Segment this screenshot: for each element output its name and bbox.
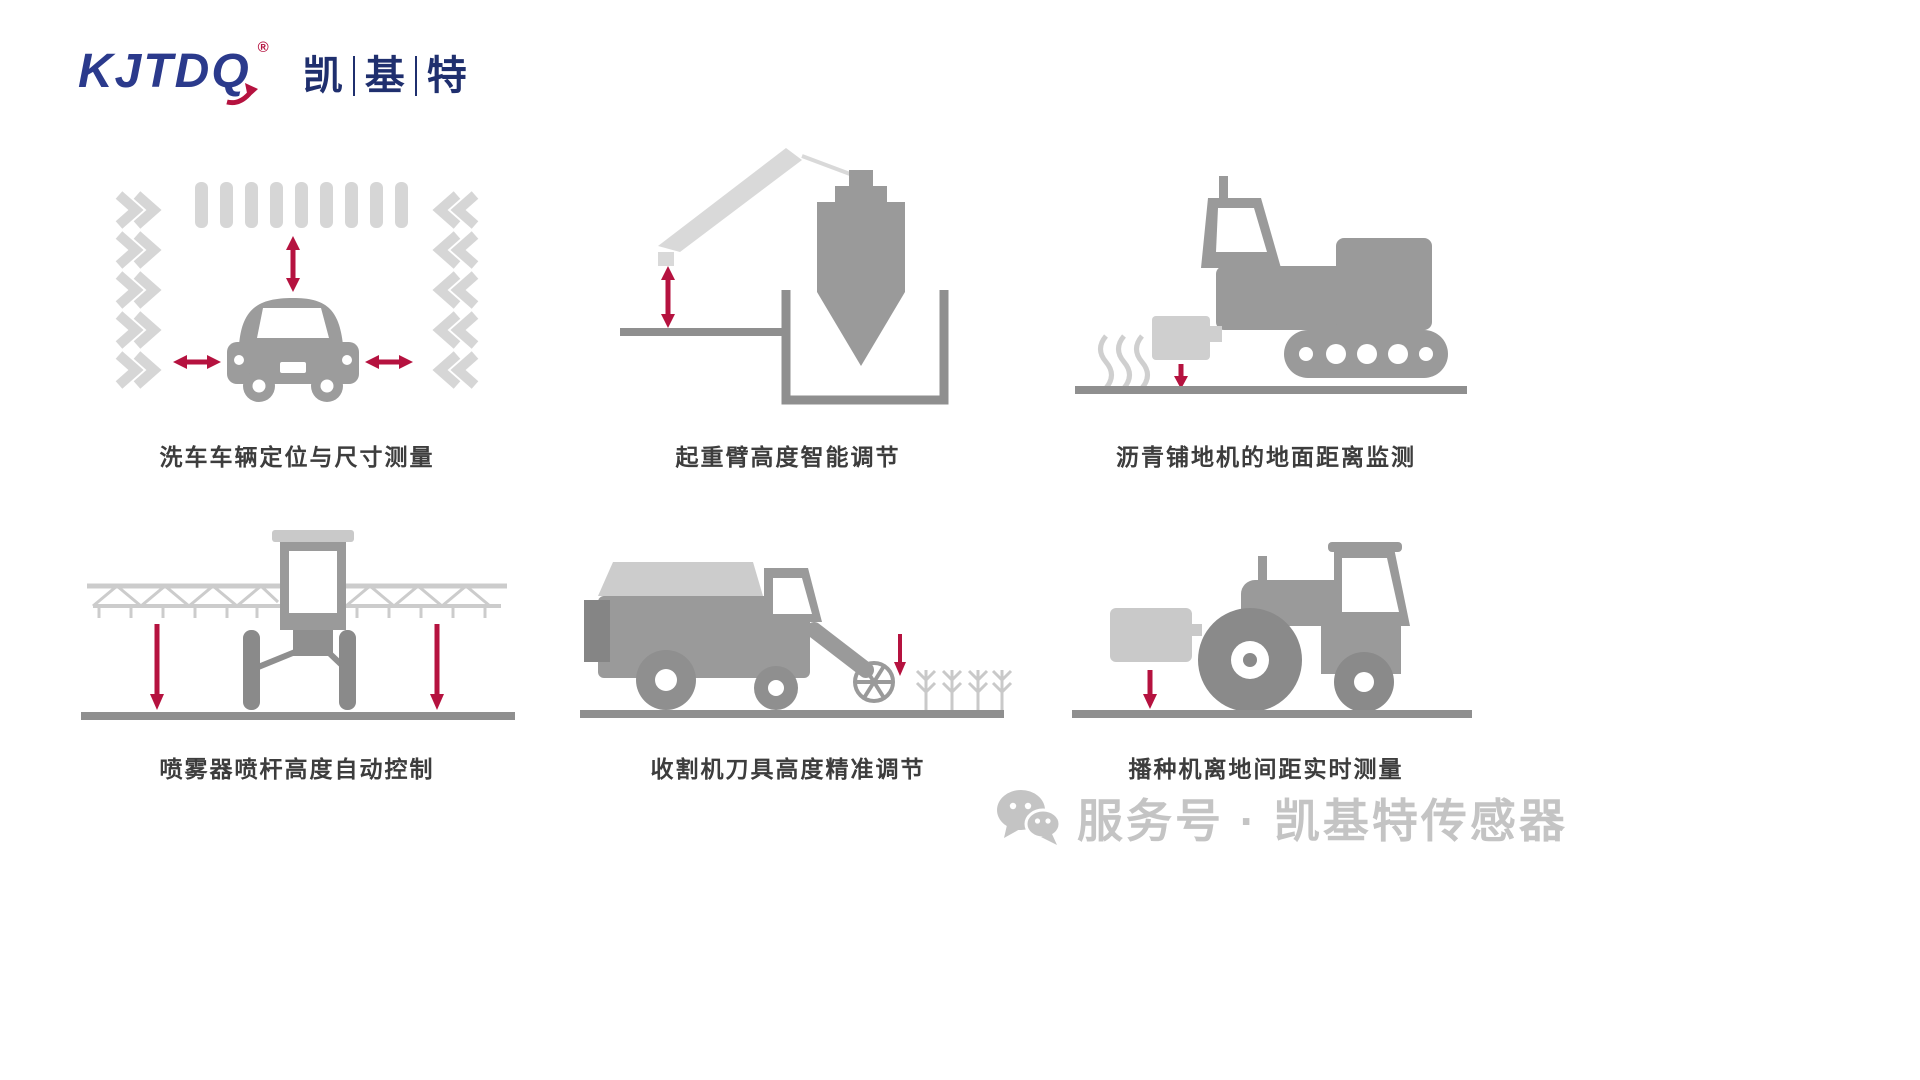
wash-bars [195, 182, 408, 228]
car-wash-illustration [115, 182, 479, 402]
cutter-reel-icon [853, 661, 895, 703]
ground-line [580, 710, 1004, 718]
brand-logo: KJTDQ ® 凯 基 特 [78, 40, 477, 106]
wechat-icon [997, 790, 1061, 845]
scene-paver: 沥青铺地机的地面距离监测 [1036, 140, 1496, 472]
harvester-body-icon [584, 568, 874, 710]
paver-illustration [1075, 176, 1467, 394]
ground-line [620, 328, 782, 336]
ground-line [1072, 710, 1472, 718]
logo-cn-char: 凯 [302, 54, 343, 98]
ship-icon [817, 170, 905, 366]
tractor-icon [1198, 542, 1410, 712]
scene-harvester: 收割机刀具高度精准调节 [558, 512, 1018, 784]
scene-seeder: 播种机离地间距实时测量 [1036, 512, 1496, 784]
heat-waves-icon [1098, 334, 1150, 390]
logo-cn-char: 特 [414, 56, 477, 96]
harvester-illustration [580, 562, 1013, 718]
dock-pit [781, 290, 949, 405]
sensor-box-icon [1152, 316, 1222, 360]
measurement-arrows-icon [150, 624, 444, 710]
sprayer-illustration [81, 530, 515, 720]
wechat-label: 服务号 · 凯基特传感器 [1077, 795, 1568, 847]
measurement-arrow-icon [894, 634, 906, 676]
scene-caption: 喷雾器喷杆高度自动控制 [159, 756, 435, 782]
tire-track-left-icon [115, 191, 162, 389]
grain-tank-canopy [598, 562, 763, 596]
crane-boom-icon [658, 148, 851, 266]
logo-text-cn: 凯 基 特 [293, 56, 477, 96]
registered-trademark-icon: ® [257, 39, 271, 56]
measurement-arrows-icon [173, 236, 413, 369]
crane-illustration [620, 148, 949, 405]
scene-caption: 起重臂高度智能调节 [675, 444, 901, 470]
logo-text-en: KJTDQ ® [78, 40, 271, 106]
measurement-arrow-icon [661, 266, 675, 328]
sprayer-body-icon [243, 530, 356, 710]
seeder-tractor-illustration [1072, 542, 1472, 718]
logo-cn-char: 基 [352, 56, 415, 96]
measurement-arrow-icon [1174, 364, 1188, 389]
measurement-arrow-icon [1143, 670, 1157, 709]
scene-caption: 播种机离地间距实时测量 [1128, 756, 1404, 782]
scene-car-wash: 洗车车辆定位与尺寸测量 [67, 140, 527, 472]
scene-caption: 沥青铺地机的地面距离监测 [1116, 444, 1416, 470]
paver-machine-icon [1201, 176, 1448, 378]
scene-sprayer: 喷雾器喷杆高度自动控制 [67, 512, 527, 784]
crop-plants-icon [915, 669, 1013, 710]
ground-line [1075, 386, 1467, 394]
boom-left-icon [87, 583, 280, 618]
tire-track-right-icon [432, 191, 479, 389]
scene-crane: 起重臂高度智能调节 [558, 140, 1018, 472]
logo-swoosh-icon [226, 83, 258, 106]
scene-caption: 收割机刀具高度精准调节 [650, 756, 926, 782]
boom-right-icon [345, 583, 507, 618]
sensor-box-icon [1110, 608, 1202, 662]
car-icon [227, 298, 359, 402]
wechat-watermark: 服务号 · 凯基特传感器 [995, 785, 1568, 851]
scene-caption: 洗车车辆定位与尺寸测量 [159, 444, 435, 470]
logo-wordmark: KJTDQ [78, 45, 251, 98]
ground-line [81, 712, 515, 720]
